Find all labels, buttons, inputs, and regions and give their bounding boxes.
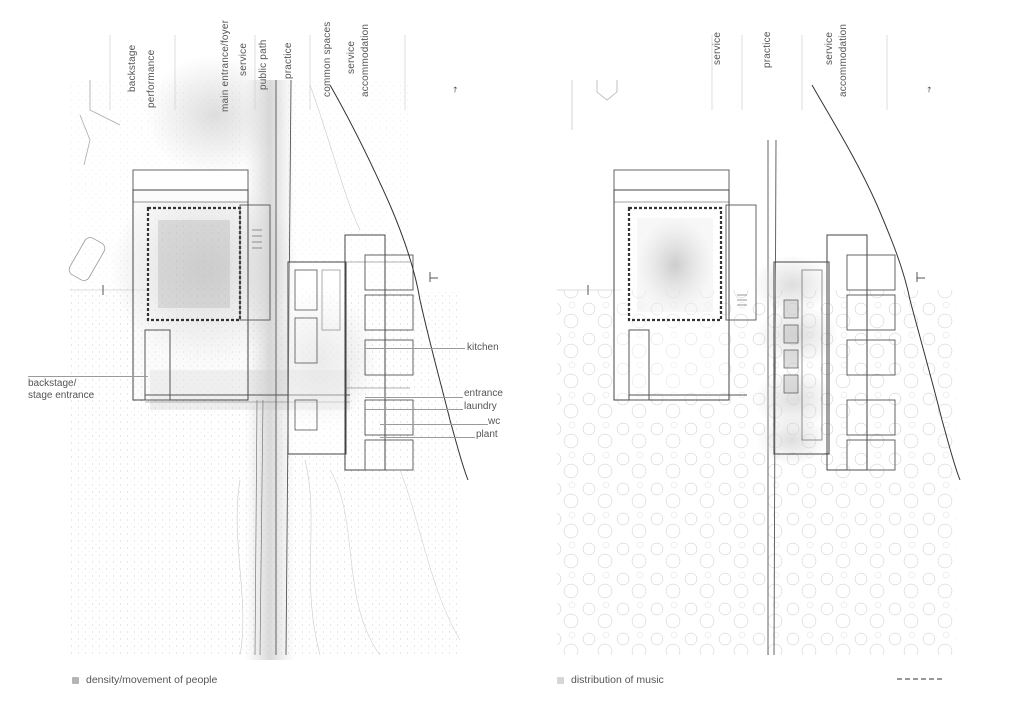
legend-label-people: density/movement of people (86, 674, 218, 686)
people-density-plan: backstage performance main entrance/foye… (28, 19, 503, 686)
room-label-plant: plant (476, 429, 498, 440)
room-label-laundry: laundry (464, 401, 497, 412)
foyer-block (725, 204, 757, 321)
existing-path-2 (79, 114, 91, 166)
zone-label-main-entrance: main entrance/foyer (220, 19, 231, 112)
ground-texture-upper (557, 80, 917, 290)
section-marker (916, 272, 925, 282)
vehicle (68, 237, 106, 281)
trees-texture (557, 290, 957, 655)
site-plan-drawing-left (68, 35, 469, 660)
hall-roof-edge (613, 169, 730, 203)
laundry-leader (365, 409, 463, 410)
backstage-leader (28, 376, 148, 377)
music-source-hall (637, 218, 713, 312)
entrance-leader (365, 397, 463, 398)
zone-label-performance: performance (146, 49, 157, 108)
zone-label-service-2: service (824, 31, 835, 65)
label-backstage-entrance-2: stage entrance (28, 390, 95, 401)
zone-label-service: service (712, 31, 723, 65)
zone-label-accommodation: accommodation (838, 23, 849, 97)
zone-label-common-spaces: common spaces (322, 21, 333, 97)
existing-path (89, 80, 121, 126)
zone-label-service-2: service (346, 40, 357, 74)
hall-roof-edge (132, 169, 249, 203)
audience-seats (158, 220, 230, 308)
music-distribution-plan: service practice service accommodation ↗… (512, 0, 1024, 724)
zone-label-public-path: public path (258, 39, 269, 90)
coastline (811, 84, 961, 481)
backstage-wing (628, 329, 650, 401)
section-marker (429, 272, 438, 282)
zone-label-practice: practice (762, 31, 773, 68)
zone-label-backstage: backstage (127, 44, 138, 92)
legend-people-density: density/movement of people (72, 674, 217, 686)
zone-label-practice: practice (283, 42, 294, 79)
room-label-entrance: entrance (464, 388, 503, 399)
room-label-kitchen: kitchen (467, 342, 499, 353)
label-backstage-entrance-1: backstage/ (28, 378, 77, 389)
legend-swatch-people (72, 676, 79, 684)
legend-label-music: distribution of music (571, 674, 664, 686)
practice-block (773, 261, 830, 455)
wc-leader (380, 424, 488, 425)
zone-label-service: service (238, 42, 249, 76)
legend-music-distribution: distribution of music (557, 674, 664, 686)
performance-hall-walls (627, 206, 723, 322)
room-label-wc: wc (488, 416, 501, 427)
site-plan-drawing-right (557, 35, 961, 680)
backstage-wing (144, 329, 171, 401)
kitchen-leader (365, 348, 465, 349)
zone-label-accommodation: accommodation (360, 23, 371, 97)
foyer-block (239, 204, 271, 321)
legend-swatch-music (557, 676, 564, 684)
plant-leader (380, 437, 475, 438)
